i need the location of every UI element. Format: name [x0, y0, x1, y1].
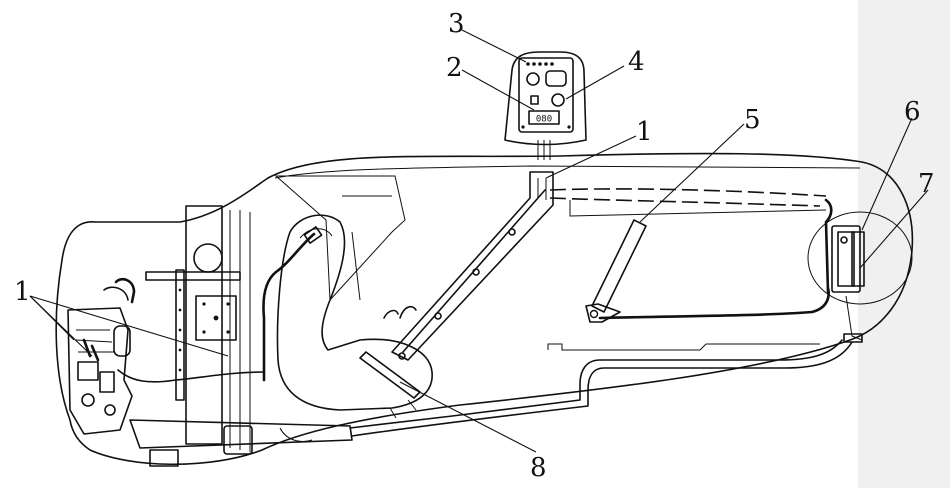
engine-block	[67, 307, 133, 435]
leader-1-left-c	[29, 295, 229, 357]
panel-knob-left	[526, 72, 540, 86]
leader-5	[639, 123, 745, 223]
floor-rail	[547, 343, 820, 351]
panel-switch	[530, 95, 539, 105]
vertical-strut	[175, 269, 185, 401]
roof-harness-dashed-1	[549, 188, 827, 197]
seat-connector	[303, 226, 323, 244]
roof-harness-dashed-2	[549, 197, 821, 207]
panel-display-readout: 080	[536, 115, 552, 125]
roof-inner-line	[274, 165, 861, 179]
panel-connector	[545, 70, 567, 87]
cab-outline	[55, 152, 914, 466]
callout-1-top: 1	[636, 117, 653, 147]
leader-1-top	[545, 135, 637, 179]
engine-fittings	[75, 325, 131, 416]
harness-to-engine	[117, 369, 265, 383]
seat-switch-bar	[359, 351, 421, 399]
left-column	[185, 205, 223, 445]
upper-panel	[274, 175, 406, 302]
gas-strut	[591, 219, 647, 313]
callout-7: 7	[918, 169, 935, 199]
floor-harness-inner	[351, 341, 853, 437]
callout-3: 3	[448, 9, 465, 39]
pillar-fasteners	[398, 228, 516, 360]
cross-bracket	[145, 271, 241, 281]
leader-4	[565, 65, 625, 100]
callout-1-left: 1	[14, 277, 31, 307]
panel-display-window	[528, 110, 560, 125]
instrument-pod	[504, 51, 587, 146]
panel-knob-right	[551, 93, 565, 107]
right-gray-margin	[858, 0, 950, 488]
hand-lever	[383, 305, 417, 319]
control-box-inner	[837, 231, 855, 287]
column-roller	[193, 243, 223, 273]
pillar-harness	[402, 189, 546, 353]
callout-2: 2	[446, 53, 463, 83]
control-box-6	[831, 225, 861, 293]
floor-box	[223, 425, 253, 455]
panel-led-row	[526, 62, 554, 66]
pillar-frame	[391, 171, 554, 361]
callout-8: 8	[530, 453, 547, 483]
callout-6: 6	[904, 97, 921, 127]
mount-plate	[195, 295, 237, 341]
elbow-pipe	[114, 278, 136, 304]
lower-frame	[129, 419, 353, 449]
lower-harness	[598, 286, 830, 320]
leader-2	[461, 69, 535, 111]
leader-8	[399, 381, 537, 453]
floor-harness-outer	[349, 339, 843, 429]
leader-3	[461, 29, 527, 63]
detail-circle	[807, 211, 913, 305]
seat-harness	[262, 232, 316, 382]
leader-7	[859, 189, 929, 269]
callout-4: 4	[628, 47, 645, 77]
seat-back	[276, 214, 433, 411]
control-box-7	[851, 231, 865, 287]
leader-6	[861, 117, 913, 231]
harness-drop-to-6	[824, 198, 833, 294]
callout-5: 5	[744, 105, 761, 135]
leader-1-left-b	[29, 295, 93, 357]
